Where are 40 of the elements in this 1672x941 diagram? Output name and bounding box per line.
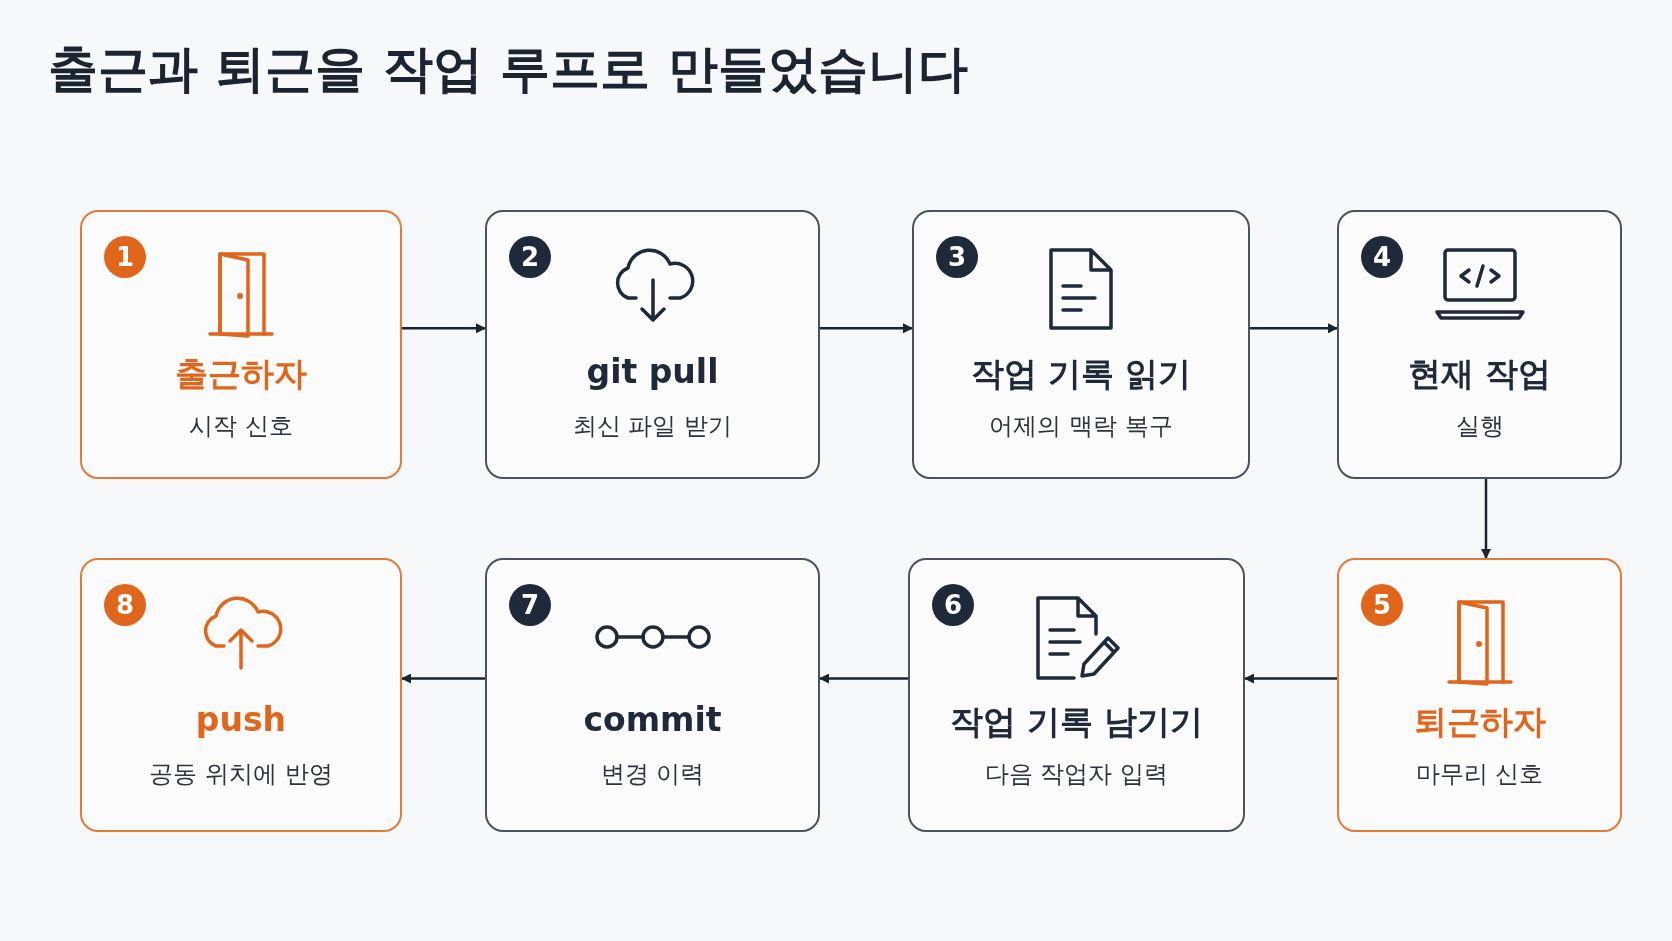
step-card <box>908 558 1245 832</box>
step-description: 최신 파일 받기 <box>571 411 734 442</box>
step-number: 8 <box>104 584 146 626</box>
step-card <box>80 210 402 479</box>
arrow <box>1250 323 1338 334</box>
step-number: 5 <box>1361 584 1403 626</box>
step-card <box>80 558 402 832</box>
step-card <box>485 558 820 832</box>
step-description: 변경 이력 <box>599 759 706 790</box>
step-description: 어제의 맥락 복구 <box>988 411 1174 442</box>
step-description: 실행 <box>1454 411 1505 442</box>
step-card <box>1337 558 1622 832</box>
step-number: 7 <box>509 584 551 626</box>
title: 출근과 퇴근을 작업 루프로 만들었습니다 <box>48 39 968 100</box>
step-description: 다음 작업자 입력 <box>983 759 1170 790</box>
step-description: 마무리 신호 <box>1414 759 1545 790</box>
step-card <box>1337 210 1622 479</box>
arrow <box>1481 479 1491 559</box>
step-number: 1 <box>104 236 146 278</box>
step-number: 6 <box>932 584 974 626</box>
step-card <box>912 210 1250 479</box>
step-title: 작업 기록 남기기 <box>948 701 1205 743</box>
arrow <box>1244 673 1337 684</box>
arrow <box>819 673 908 684</box>
step-title: 현재 작업 <box>1406 353 1553 395</box>
step-title: 출근하자 <box>174 353 308 395</box>
step-title: git pull <box>585 352 720 391</box>
step-title: commit <box>582 700 723 739</box>
step-title: push <box>194 700 288 739</box>
step-description: 시작 신호 <box>188 411 294 442</box>
arrow <box>401 673 485 684</box>
step-number: 2 <box>509 236 551 278</box>
step-number: 4 <box>1361 236 1403 278</box>
arrow <box>402 323 486 334</box>
step-title: 작업 기록 읽기 <box>969 353 1193 395</box>
arrow <box>820 323 913 334</box>
step-card <box>485 210 820 479</box>
step-description: 공동 위치에 반영 <box>148 759 334 790</box>
step-number: 3 <box>936 236 978 278</box>
step-title: 퇴근하자 <box>1412 701 1547 743</box>
